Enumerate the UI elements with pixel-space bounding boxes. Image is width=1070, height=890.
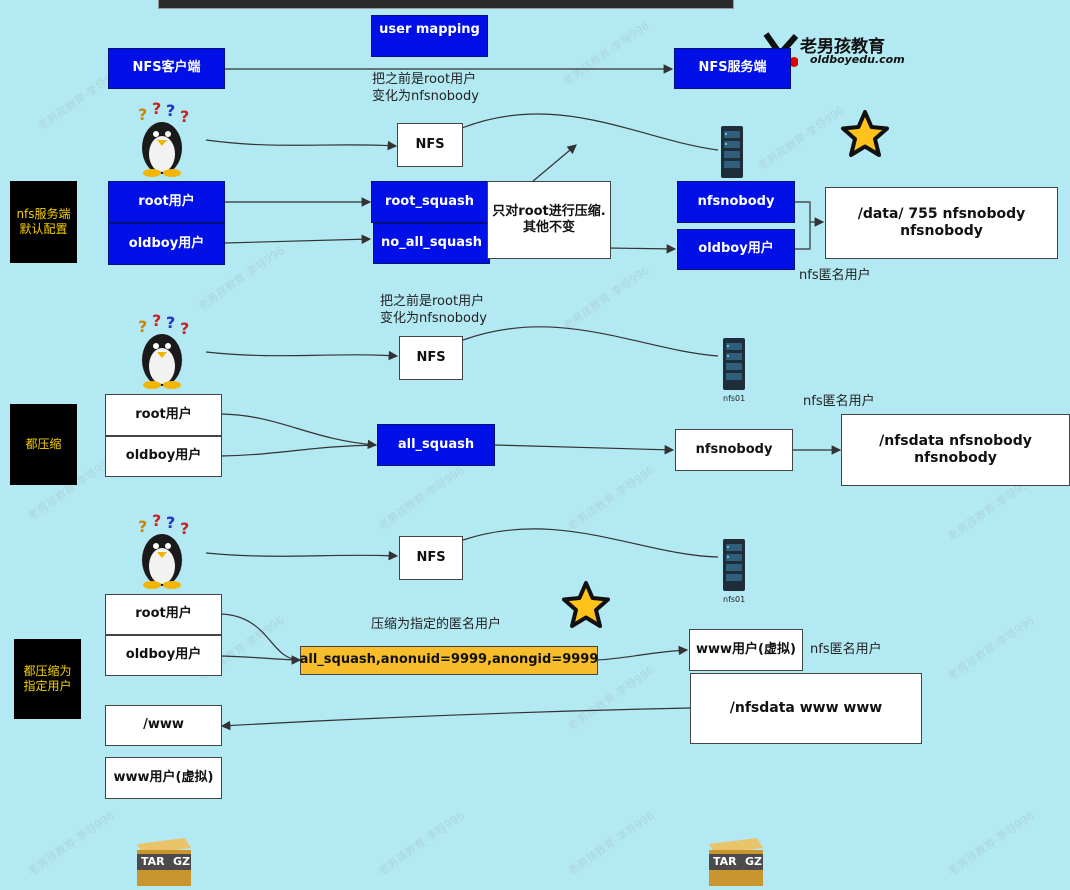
nfs-client-box: NFS客户端 [108,48,225,89]
side-label-specified-user: 都压缩为指定用户 [14,639,81,719]
root-user-box: root用户 [105,594,222,635]
server-rack-icon [722,539,746,591]
nfsnobody-box: nfsnobody [675,429,793,471]
tar-gz-archive-icon: TAR GZ [705,834,767,888]
server-rack-icon [720,126,744,178]
anon-user-note: nfs匿名用户 [799,268,871,283]
root-squash-box: root_squash [371,181,488,223]
archive-label: TAR [141,855,165,868]
svg-text:?: ? [138,105,147,124]
anon-squash-option-box: all_squash,anonuid=9999,anongid=9999 [300,646,598,675]
svg-text:?: ? [152,512,161,530]
side-label-default-config: nfs服务端默认配置 [10,181,77,263]
anon-user-note: nfs匿名用户 [810,642,882,657]
svg-text:?: ? [166,101,175,120]
mapping-note: 把之前是root用户变化为nfsnobody [372,72,479,104]
anon-user-note: nfs匿名用户 [803,394,875,409]
svg-text:?: ? [138,317,147,336]
nfs-box: NFS [399,536,463,580]
oldboy-user-box: oldboy用户 [105,436,222,477]
logo-subtext: oldboyedu.com [810,53,905,66]
no-all-squash-box: no_all_squash [373,223,490,264]
all-squash-box: all_squash [377,424,495,466]
archive-label: GZ [745,855,763,868]
star-icon [562,581,610,628]
nfs-box: NFS [397,123,463,167]
www-user-box: www用户(虚拟) [689,629,803,671]
svg-text:?: ? [180,319,189,338]
server-name: nfs01 [723,394,746,403]
svg-text:?: ? [180,519,189,538]
svg-text:?: ? [180,107,189,126]
data-dir-box: /data/ 755 nfsnobody nfsnobody [825,187,1058,259]
nfs-box: NFS [399,336,463,380]
compress-note: 压缩为指定的匿名用户 [371,617,502,632]
svg-text:?: ? [152,100,161,118]
tar-gz-archive-icon: TAR GZ [133,834,195,888]
nfs-server-box: NFS服务端 [674,48,791,89]
mapping-note: 把之前是root用户变化为nfsnobody [380,294,487,326]
penguin-user-icon: ? ? ? ? [132,511,207,590]
penguin-user-icon: ? ? ? ? [132,99,207,178]
penguin-user-icon: ? ? ? ? [132,311,207,390]
svg-text:?: ? [138,517,147,536]
side-label-all-squash: 都压缩 [10,404,77,485]
root-user-box: root用户 [108,181,225,223]
nfsdata-dir-box: /nfsdata nfsnobody nfsnobody [841,414,1070,486]
svg-text:?: ? [152,312,161,330]
top-window-bar [158,0,734,9]
www-dir-box: /www [105,705,222,746]
user-mapping-label: user mapping [371,15,488,57]
oldboy-user-box: oldboy用户 [105,635,222,676]
root-user-box: root用户 [105,394,222,436]
nfsnobody-box: nfsnobody [677,181,795,223]
oldboy-server-user-box: oldboy用户 [677,229,795,270]
archive-label: TAR [713,855,737,868]
server-name: nfs01 [723,595,746,604]
www-local-user-box: www用户(虚拟) [105,757,222,799]
svg-text:?: ? [166,313,175,332]
archive-label: GZ [173,855,191,868]
server-rack-icon [722,338,746,390]
oldboy-user-box: oldboy用户 [108,223,225,265]
svg-text:?: ? [166,513,175,532]
nfsdata-dir-box: /nfsdata www www [690,673,922,744]
star-icon [841,110,889,157]
root-squash-explain: 只对root进行压缩.其他不变 [487,181,611,259]
logo-text: 老男孩教育 [800,37,885,57]
